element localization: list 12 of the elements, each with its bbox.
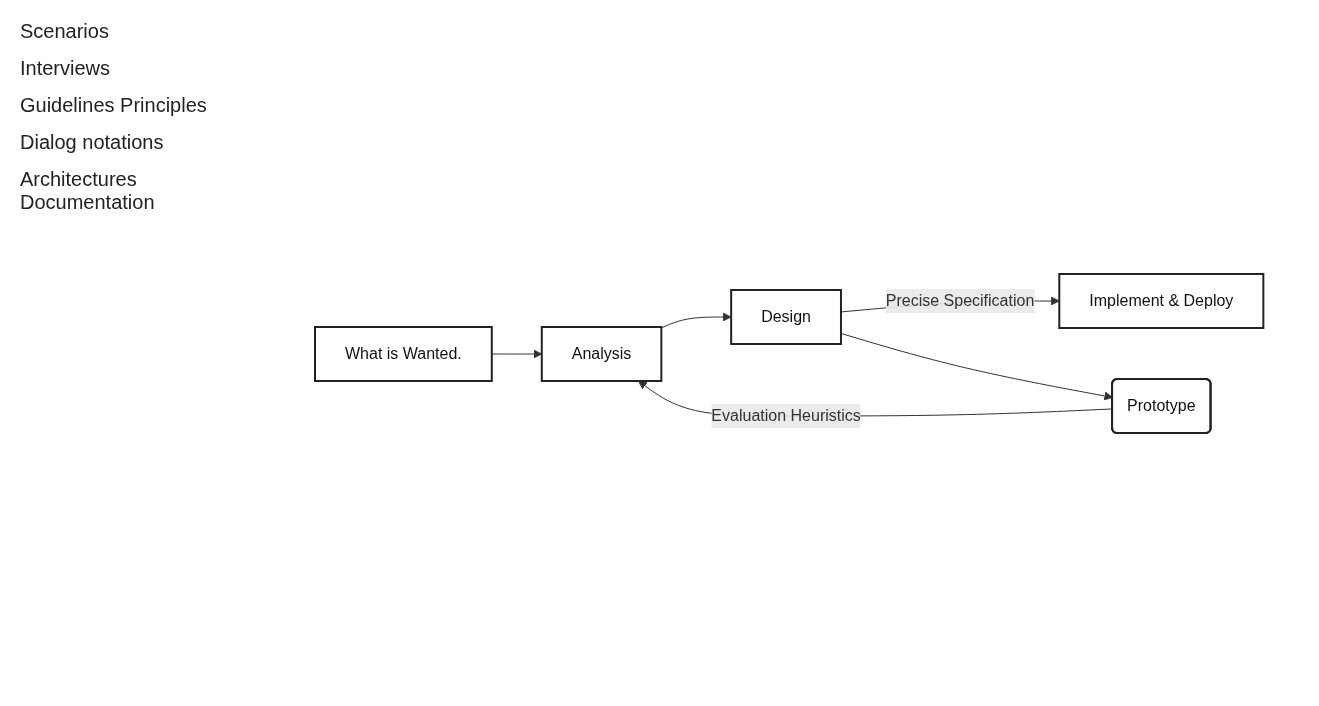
node-box: What is Wanted. [314,325,494,382]
node-box: Analysis [541,325,663,382]
edge-label: Precise Specification [886,291,1035,309]
annotation-text: Architectures Documentation [20,168,156,214]
annotation-text: Guidelines Principles [20,94,208,117]
node-box: Implement & Deploy [1058,272,1265,329]
node-box: Design [730,288,843,345]
annotation-text: Scenarios [20,20,110,43]
edge-label: Evaluation Heuristics [711,406,862,424]
annotation-text: Interviews [20,57,112,80]
arrow [661,312,732,328]
annotation-text: Dialog notations [20,131,165,154]
